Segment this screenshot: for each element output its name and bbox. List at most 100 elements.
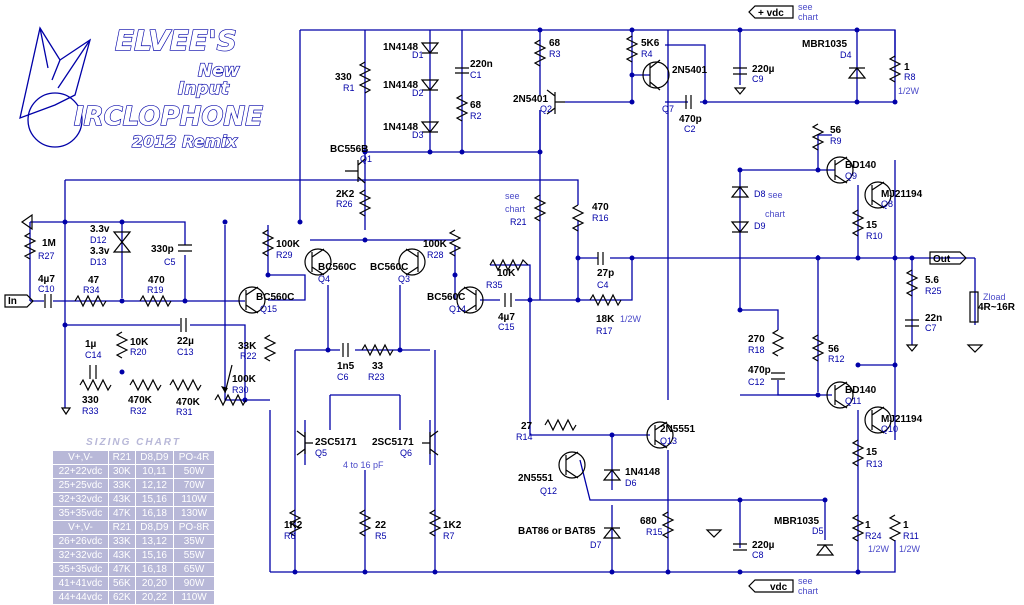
vplus-port[interactable]	[748, 5, 794, 19]
vplus-label: + vdc	[758, 8, 784, 19]
part-value-c2: 470p	[679, 114, 702, 125]
part-value-c6: 1n5	[337, 361, 355, 372]
resistor-r23	[361, 343, 394, 357]
part-ref-r16: R16	[592, 213, 609, 223]
sizing-chart-cell: 110W	[173, 492, 215, 507]
resistor-r3	[533, 39, 547, 67]
transistor-q10	[864, 406, 892, 434]
part-value-r21_note: chart	[505, 204, 526, 214]
vminus-port[interactable]	[748, 579, 794, 593]
part-ref-r9: R9	[830, 136, 842, 146]
input-port[interactable]	[4, 294, 34, 308]
capacitor-c15	[504, 293, 512, 307]
part-ref-r32: R32	[130, 406, 147, 416]
part-value-q13: 2N5551	[660, 424, 695, 435]
resistor-r4	[625, 35, 639, 63]
part-ref-r21: R21	[510, 217, 527, 227]
ground-icon	[733, 87, 747, 95]
capacitor-c5	[178, 244, 192, 252]
capacitor-c1	[455, 67, 469, 74]
sizing-chart-cell: 13,12	[134, 534, 175, 549]
part-ref-c12: C12	[748, 377, 765, 387]
capacitor-c14	[89, 365, 97, 379]
part-ref-r14: R14	[516, 432, 533, 442]
resistor-r31	[169, 378, 202, 392]
part-ref-c13: C13	[177, 347, 194, 357]
part-value-d2: 1N4148	[383, 80, 418, 91]
part-value-r22: 33K	[238, 341, 257, 352]
resistor-r9	[811, 123, 825, 151]
transistor-q12	[558, 451, 586, 479]
diode-d7	[602, 527, 622, 539]
output-port[interactable]	[929, 251, 967, 265]
logo-circle	[27, 92, 83, 148]
transistor-q1	[345, 158, 366, 184]
part-ref-c4: C4	[597, 280, 609, 290]
resistor-r12	[811, 334, 825, 362]
part-ref-r13: R13	[866, 459, 883, 469]
logo-line5: 2012 Remix	[132, 132, 238, 151]
resistor-r19	[139, 294, 172, 308]
ground-symbols	[20, 87, 984, 538]
resistor-r14	[544, 418, 577, 432]
vplus-note: see	[798, 2, 813, 12]
sizing-chart-cell: 10,11	[134, 464, 175, 479]
sizing-chart-cell: 16,18	[134, 562, 175, 577]
capacitor-c2	[685, 95, 692, 109]
zload-range: 4R~16R	[978, 302, 1016, 313]
resistor-r16	[571, 204, 585, 232]
part-ref-r18: R18	[748, 345, 765, 355]
part-value-q10: MJ21194	[881, 414, 923, 425]
part-ref-r10: R10	[866, 231, 883, 241]
sizing-chart-cell: 90W	[173, 576, 215, 591]
part-value-r8_note: 1/2W	[898, 86, 920, 96]
part-ref-q14: Q14	[449, 304, 466, 314]
part-value-r9: 56	[830, 125, 842, 136]
part-ref-r25: R25	[925, 286, 942, 296]
transistor-q3	[398, 248, 426, 276]
part-value-r32: 470K	[128, 395, 153, 406]
part-value-d8_note: chart	[765, 209, 786, 219]
resistor-r2	[455, 94, 469, 122]
part-value-q15: BC560C	[256, 292, 294, 303]
diode-d2	[420, 79, 440, 91]
part-ref-c5: C5	[164, 257, 176, 267]
sizing-chart-cell: 62K	[107, 590, 136, 605]
part-ref-q12: Q12	[540, 486, 557, 496]
sizing-chart-cell: 43K	[107, 492, 136, 507]
part-ref-r4: R4	[641, 49, 653, 59]
part-ref-r7: R7	[443, 531, 455, 541]
part-value-q1: BC556B	[330, 144, 368, 155]
part-value-c1: 220n	[470, 59, 493, 70]
part-value-c10: 4µ7	[38, 274, 55, 285]
capacitor-c9	[733, 67, 747, 75]
junctions	[62, 27, 915, 575]
resistor-r33	[79, 378, 112, 392]
sizing-chart-cell: V+,V-	[52, 520, 109, 535]
part-value-d3: 1N4148	[383, 122, 418, 133]
transistor-q6	[422, 430, 439, 456]
capacitor-c12	[771, 372, 785, 380]
sizing-chart-cell: V+,V-	[52, 450, 109, 465]
resistor-r26	[358, 189, 372, 217]
part-ref-r5: R5	[375, 531, 387, 541]
part-ref-q3: Q3	[398, 274, 410, 284]
vplus-note2: chart	[798, 12, 819, 22]
part-value-r3: 68	[549, 38, 561, 49]
resistor-r5	[358, 509, 372, 537]
zener-d13	[112, 241, 132, 253]
sizing-chart-cell: PO-8R	[173, 520, 215, 535]
part-value-d1: 1N4148	[383, 42, 418, 53]
part-value-q5: 2SC5171	[315, 437, 357, 448]
resistor-r21	[533, 194, 547, 222]
part-ref-q6: Q6	[400, 448, 412, 458]
part-ref-r3: R3	[549, 49, 561, 59]
part-value-r8: 1	[904, 62, 910, 73]
part-value-q11: BD140	[845, 385, 877, 396]
vminus-note: see	[798, 576, 813, 586]
part-ref-r29: R29	[276, 250, 293, 260]
part-ref-d12: D12	[90, 235, 107, 245]
sizing-chart-cell: 33K	[107, 478, 136, 493]
